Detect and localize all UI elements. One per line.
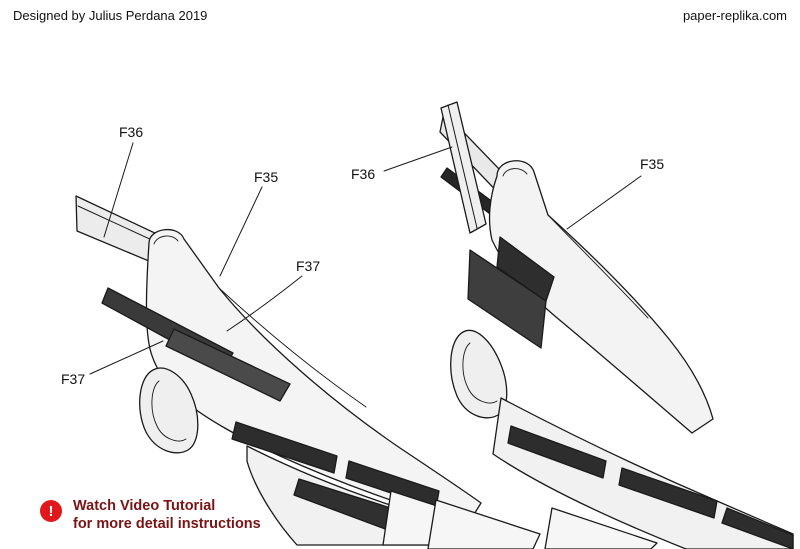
part-label-f36-right: F36 (351, 166, 376, 182)
body-seam-right (547, 214, 649, 319)
website-label: paper-replika.com (682, 8, 787, 23)
footplate-right-a (427, 499, 541, 549)
notice-line-2: for more detail instructions (73, 516, 261, 533)
part-label-f37-upper: F37 (296, 258, 321, 274)
designer-credit: Designed by Julius Perdana 2019 (13, 8, 208, 23)
body-top-arc (153, 235, 179, 245)
video-tutorial-notice: ! Watch Video Tutorial for more detail i… (40, 497, 261, 533)
plate-thickness-line-right (447, 104, 478, 229)
interior-dark-b (496, 236, 555, 302)
part-f37-face-b (165, 328, 291, 402)
part-label-f35-right: F35 (640, 156, 665, 172)
part-label-f36-left: F36 (119, 124, 144, 140)
left-assembly-view (75, 195, 482, 546)
lower-slat-a (231, 421, 338, 474)
notice-text: Watch Video Tutorial for more detail ins… (73, 497, 261, 533)
leader-f36-right (383, 146, 453, 172)
lower-slat-right-b (618, 467, 718, 519)
part-label-f35-left: F35 (254, 169, 279, 185)
body-seam (218, 287, 367, 408)
leader-f35-left (219, 186, 263, 277)
leader-f37-upper (226, 275, 303, 332)
nose-tube-rim-right (462, 342, 498, 404)
footplate-right-b (544, 507, 658, 549)
leader-lines (89, 142, 642, 375)
part-label-f37-lower: F37 (61, 371, 86, 387)
leader-f35-right (566, 175, 642, 230)
alert-icon-glyph: ! (48, 502, 54, 520)
leader-f36-left (103, 142, 134, 238)
notice-line-1: Watch Video Tutorial (73, 498, 216, 514)
nose-tube-right (450, 329, 508, 419)
nose-tube-rim (151, 380, 187, 442)
body-top-arc-right (502, 168, 528, 177)
lower-slat-right-c (721, 507, 794, 549)
leader-f37-lower (89, 340, 164, 375)
right-assembly-view (427, 101, 794, 549)
lower-slat-right-a (507, 425, 607, 479)
part-f36-plate-right (440, 101, 487, 234)
nose-tube (139, 367, 199, 454)
alert-icon: ! (40, 500, 62, 522)
